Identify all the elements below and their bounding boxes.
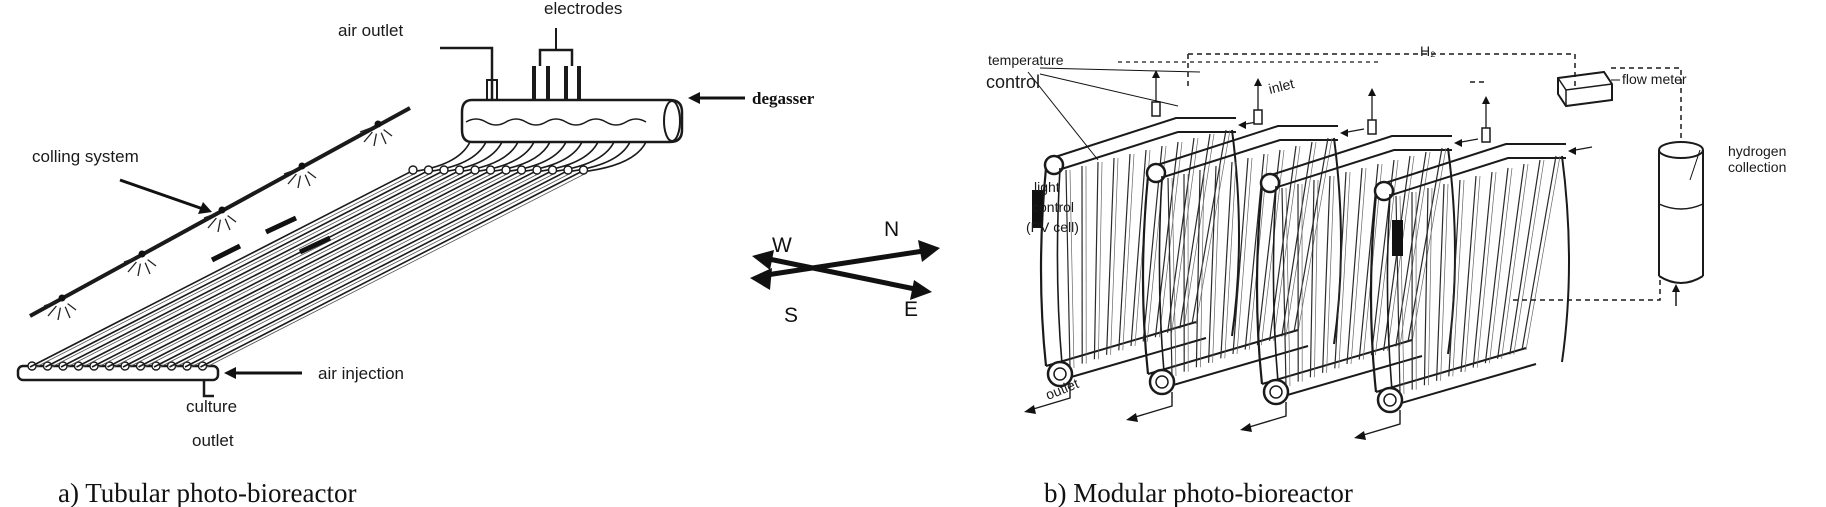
- label-flow-meter: flow meter: [1622, 71, 1687, 87]
- reactor-module: [1240, 88, 1479, 432]
- label-pv-cell: (PV cell): [1026, 219, 1079, 235]
- tube: [138, 141, 583, 368]
- tube-edge: [51, 172, 432, 368]
- label-degasser: degasser: [752, 89, 815, 108]
- label-air-outlet: air outlet: [338, 21, 403, 40]
- tube-joint: [408, 165, 418, 175]
- label-inlet: inlet: [1267, 75, 1296, 97]
- spray-nozzle: [283, 162, 317, 189]
- compass-n-label: N: [884, 218, 899, 241]
- air-outlet-pipe: [440, 46, 494, 100]
- tube: [200, 141, 647, 368]
- panel-b-pointers: [1027, 67, 1701, 181]
- tube-edge: [97, 172, 479, 368]
- tube: [122, 141, 567, 368]
- hydrogen-collection-cylinder: [1658, 141, 1704, 306]
- tube-joint: [532, 165, 542, 175]
- tube: [107, 141, 551, 368]
- reactor-module: [1354, 96, 1593, 440]
- tube-marker: [298, 235, 332, 255]
- pv-cell-panel: [1032, 190, 1043, 228]
- tube-edge: [66, 172, 448, 368]
- reactor-module: [1126, 78, 1365, 422]
- tube-array: [29, 141, 647, 368]
- tube-edge: [144, 172, 525, 368]
- tube-edge: [206, 172, 587, 368]
- compass-rose: W N S E: [750, 218, 940, 327]
- tube-joint: [485, 165, 496, 175]
- tube-edge: [175, 172, 556, 368]
- tube-joint: [470, 165, 480, 175]
- label-outlet-a: outlet: [192, 431, 234, 450]
- label-electrodes: electrodes: [544, 0, 622, 18]
- label-temperature-control: control: [986, 72, 1040, 92]
- label-hydrogen: hydrogen: [1728, 143, 1786, 159]
- tube-edge: [128, 172, 510, 368]
- culture-outlet-pipe: [202, 380, 214, 398]
- tube-joint: [563, 165, 573, 175]
- tube: [169, 141, 615, 368]
- label-temperature: temperature: [988, 52, 1064, 68]
- modular-photobioreactor-drawing: [1024, 70, 1593, 440]
- tube-joint: [578, 165, 589, 175]
- label-air-injection: air injection: [318, 364, 404, 383]
- label-collection: collection: [1728, 159, 1786, 175]
- tube-joint: [501, 165, 511, 175]
- tubular-photobioreactor-drawing: [16, 28, 745, 398]
- tube-joint: [454, 165, 465, 175]
- pv-cell-panel: [1392, 220, 1403, 256]
- label-cooling-system: colling system: [32, 147, 139, 166]
- tube-edge: [113, 172, 494, 368]
- compass-s-label: S: [784, 304, 798, 327]
- tube-edge: [82, 172, 463, 368]
- tube-edge: [190, 172, 572, 368]
- tube-joint: [439, 165, 449, 175]
- label-light-control: control: [1032, 199, 1074, 215]
- flow-meter-box: [1557, 70, 1613, 108]
- cooling-pointer-arrow: [119, 178, 207, 212]
- label-h2: H₂: [1420, 43, 1436, 59]
- bottom-manifold: [16, 364, 220, 382]
- tube-edge: [159, 172, 541, 368]
- spray-nozzle: [123, 250, 157, 277]
- degasser-vessel: [460, 98, 684, 144]
- tube-joint: [423, 165, 434, 175]
- tube: [60, 141, 503, 368]
- compass-w-label: W: [772, 234, 792, 257]
- electrodes-device: [532, 28, 581, 100]
- caption-a: a) Tubular photo-bioreactor: [58, 478, 356, 507]
- tube: [184, 141, 631, 368]
- label-light: light: [1034, 179, 1060, 195]
- spray-nozzle: [203, 206, 237, 233]
- caption-b: b) Modular photo-bioreactor: [1044, 478, 1353, 507]
- tube-joint: [516, 165, 527, 175]
- compass-e-label: E: [904, 298, 918, 321]
- spray-nozzle: [359, 120, 393, 147]
- tube-marker: [264, 215, 298, 235]
- spray-nozzle: [43, 294, 77, 321]
- tube-joint: [547, 165, 558, 175]
- cooling-sprays: [43, 120, 393, 321]
- label-culture: culture: [186, 397, 237, 416]
- tube-marker: [210, 243, 242, 263]
- tube-edge: [35, 172, 417, 368]
